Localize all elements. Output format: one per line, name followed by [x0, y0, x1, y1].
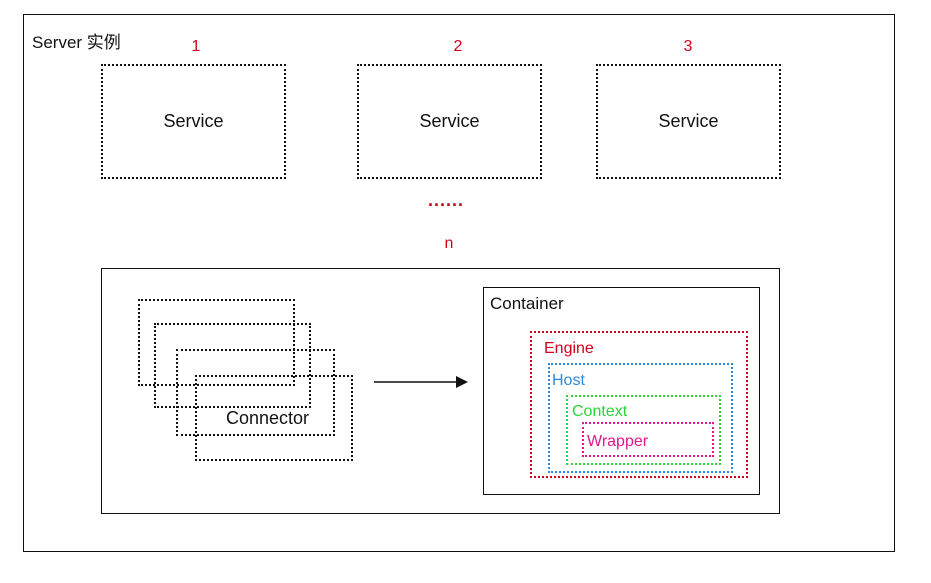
container-label: Container — [490, 294, 564, 313]
wrapper-box — [582, 422, 714, 457]
service-box-3: Service — [596, 64, 781, 179]
service-number-3: 3 — [683, 38, 693, 55]
wrapper-label: Wrapper — [587, 433, 649, 450]
connector-box-2 — [154, 323, 311, 408]
service-detail-frame — [101, 268, 780, 514]
service-label-2: Service — [419, 111, 480, 131]
engine-label: Engine — [544, 340, 594, 357]
connector-box-1 — [138, 299, 295, 386]
arrow-right-icon — [374, 376, 468, 388]
context-label: Context — [572, 403, 628, 420]
service-label-3: Service — [658, 111, 719, 131]
service-label-1: Service — [163, 111, 224, 131]
engine-box — [530, 331, 748, 478]
ellipsis: ...... — [428, 190, 465, 210]
service-number-1: 1 — [191, 38, 201, 55]
service-number-2: 2 — [453, 38, 463, 55]
connector-label: Connector — [226, 408, 310, 428]
host-label: Host — [552, 372, 585, 389]
container-box — [483, 287, 760, 495]
service-box-1: Service — [101, 64, 286, 179]
service-count-n: n — [444, 235, 454, 252]
server-instance-frame — [23, 14, 895, 552]
service-box-2: Service — [357, 64, 542, 179]
connector-box-4 — [195, 375, 353, 461]
host-box — [548, 363, 733, 473]
connector-box-3 — [176, 349, 335, 436]
context-box — [566, 395, 721, 465]
server-instance-label: Server 实例 — [32, 33, 121, 52]
